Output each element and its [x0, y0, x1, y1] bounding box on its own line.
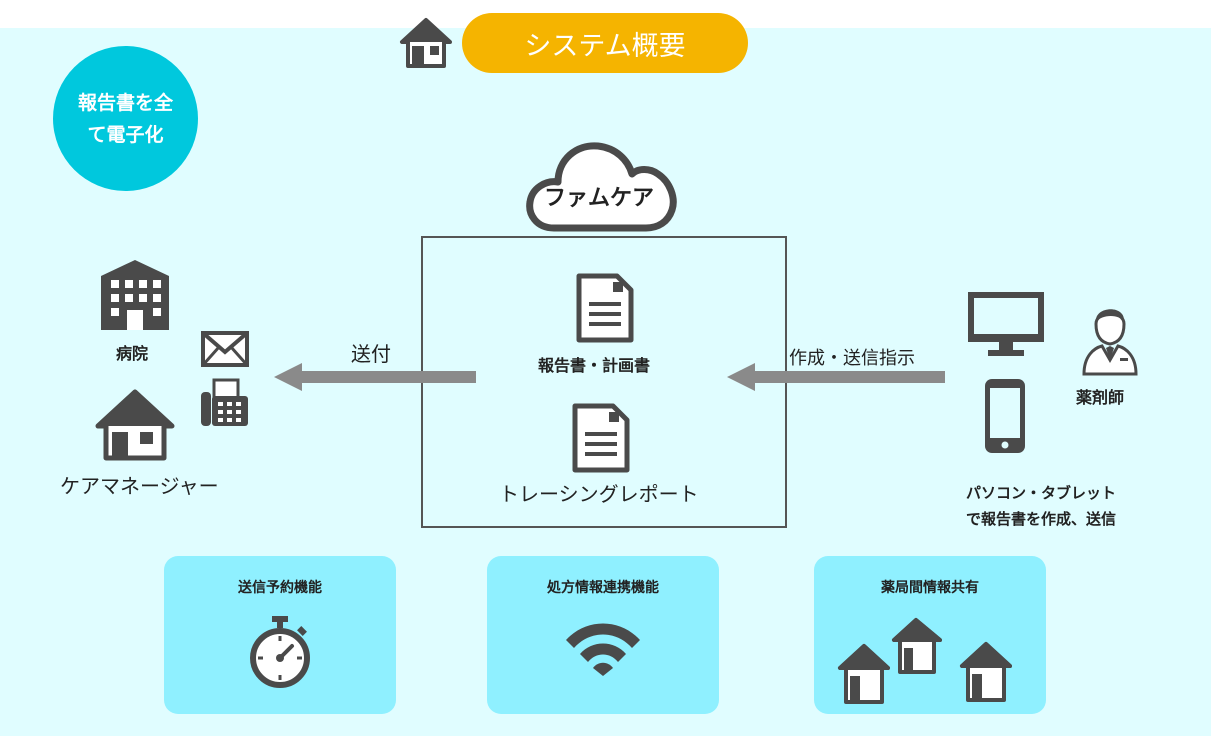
house-icon — [95, 389, 175, 461]
cloud-icon — [526, 142, 677, 232]
doc2-label: トレーシングレポート — [499, 482, 699, 506]
feature-title: 薬局間情報共有 — [881, 580, 979, 596]
pharmacist-label: 薬剤師 — [1076, 388, 1125, 407]
monitor-icon — [968, 292, 1044, 356]
houses-icon — [838, 618, 1012, 704]
cloud-label: ファムケア — [544, 186, 655, 211]
hospital-building-icon — [101, 260, 169, 330]
doc1-label: 報告書・計画書 — [538, 356, 651, 375]
feature-card-scheduled-send: 送信予約機能 — [164, 556, 396, 714]
wifi-icon — [566, 623, 640, 676]
feature-title: 送信予約機能 — [238, 580, 322, 596]
hospital-label: 病院 — [116, 344, 149, 363]
feature-card-prescription-link: 処方情報連携機能 — [487, 556, 719, 714]
pharmacist-icon — [1082, 309, 1138, 376]
device-caption-line-1: パソコン・タブレット — [966, 484, 1117, 502]
badge-line-2: て電子化 — [87, 123, 164, 146]
badge-line-1: 報告書を全 — [77, 91, 173, 114]
document-icon — [572, 403, 630, 473]
create-send-label: 作成・送信指示 — [789, 348, 915, 369]
stopwatch-icon — [250, 616, 310, 688]
create-arrow — [727, 363, 945, 391]
house-icon — [400, 18, 452, 68]
digitalize-badge: 報告書を全 て電子化 — [53, 46, 198, 191]
send-label: 送付 — [351, 342, 391, 366]
mail-icon — [201, 331, 249, 367]
send-arrow — [274, 363, 476, 391]
page-title: システム概要 — [462, 13, 748, 73]
document-icon — [576, 273, 634, 343]
care-manager-label: ケアマネージャー — [60, 474, 219, 498]
feature-card-pharmacy-sharing: 薬局間情報共有 — [814, 556, 1046, 714]
feature-title: 処方情報連携機能 — [547, 580, 659, 596]
smartphone-icon — [985, 379, 1025, 453]
fax-icon — [201, 378, 248, 426]
device-caption-line-2: で報告書を作成、送信 — [966, 510, 1117, 528]
